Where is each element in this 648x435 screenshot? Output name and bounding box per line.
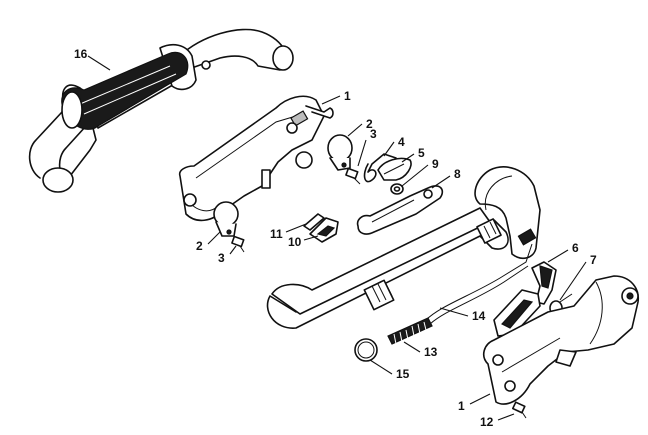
callout-5: 5 bbox=[418, 146, 425, 160]
handle-shell-upper bbox=[178, 95, 334, 222]
screw-lower bbox=[231, 235, 245, 253]
clamp-upper bbox=[327, 134, 353, 171]
callout-10: 10 bbox=[288, 235, 302, 249]
leader-lines bbox=[87, 55, 587, 421]
throttle-cable bbox=[425, 228, 537, 325]
callout-8: 8 bbox=[454, 167, 461, 181]
callout-1-upper: 1 bbox=[344, 89, 351, 103]
retaining-ring bbox=[354, 338, 378, 362]
lock-button bbox=[377, 157, 412, 181]
interlock-lever bbox=[493, 289, 541, 337]
callout-1-lower: 1 bbox=[458, 399, 465, 413]
callout-6: 6 bbox=[572, 241, 579, 255]
callout-14: 14 bbox=[472, 309, 486, 323]
throttle-trigger bbox=[531, 261, 557, 305]
callout-labels: 16 1 2 3 4 5 9 8 11 10 2 3 6 7 14 13 15 … bbox=[74, 47, 597, 429]
pin bbox=[303, 213, 325, 231]
callout-3-upper: 3 bbox=[370, 127, 377, 141]
callout-7: 7 bbox=[590, 253, 597, 267]
callout-4: 4 bbox=[398, 135, 405, 149]
grip-sleeve bbox=[61, 51, 189, 130]
callout-9: 9 bbox=[432, 157, 439, 171]
callout-12: 12 bbox=[480, 415, 494, 429]
callout-11: 11 bbox=[270, 227, 283, 241]
clamp-lower bbox=[213, 201, 239, 237]
callout-15: 15 bbox=[396, 367, 410, 381]
callout-2-upper: 2 bbox=[366, 117, 373, 131]
small-spring bbox=[390, 183, 404, 195]
callout-3-lower: 3 bbox=[218, 251, 225, 265]
lower-bar bbox=[266, 166, 541, 329]
trigger-lever bbox=[356, 185, 444, 235]
callout-2-lower: 2 bbox=[196, 239, 203, 253]
callout-13: 13 bbox=[424, 345, 438, 359]
cable-sleeve bbox=[387, 317, 433, 345]
screw-upper bbox=[345, 167, 361, 185]
spring bbox=[363, 153, 397, 183]
callout-16: 16 bbox=[74, 47, 88, 61]
screw-bottom bbox=[511, 401, 527, 419]
rear-handle-housing bbox=[482, 275, 639, 405]
